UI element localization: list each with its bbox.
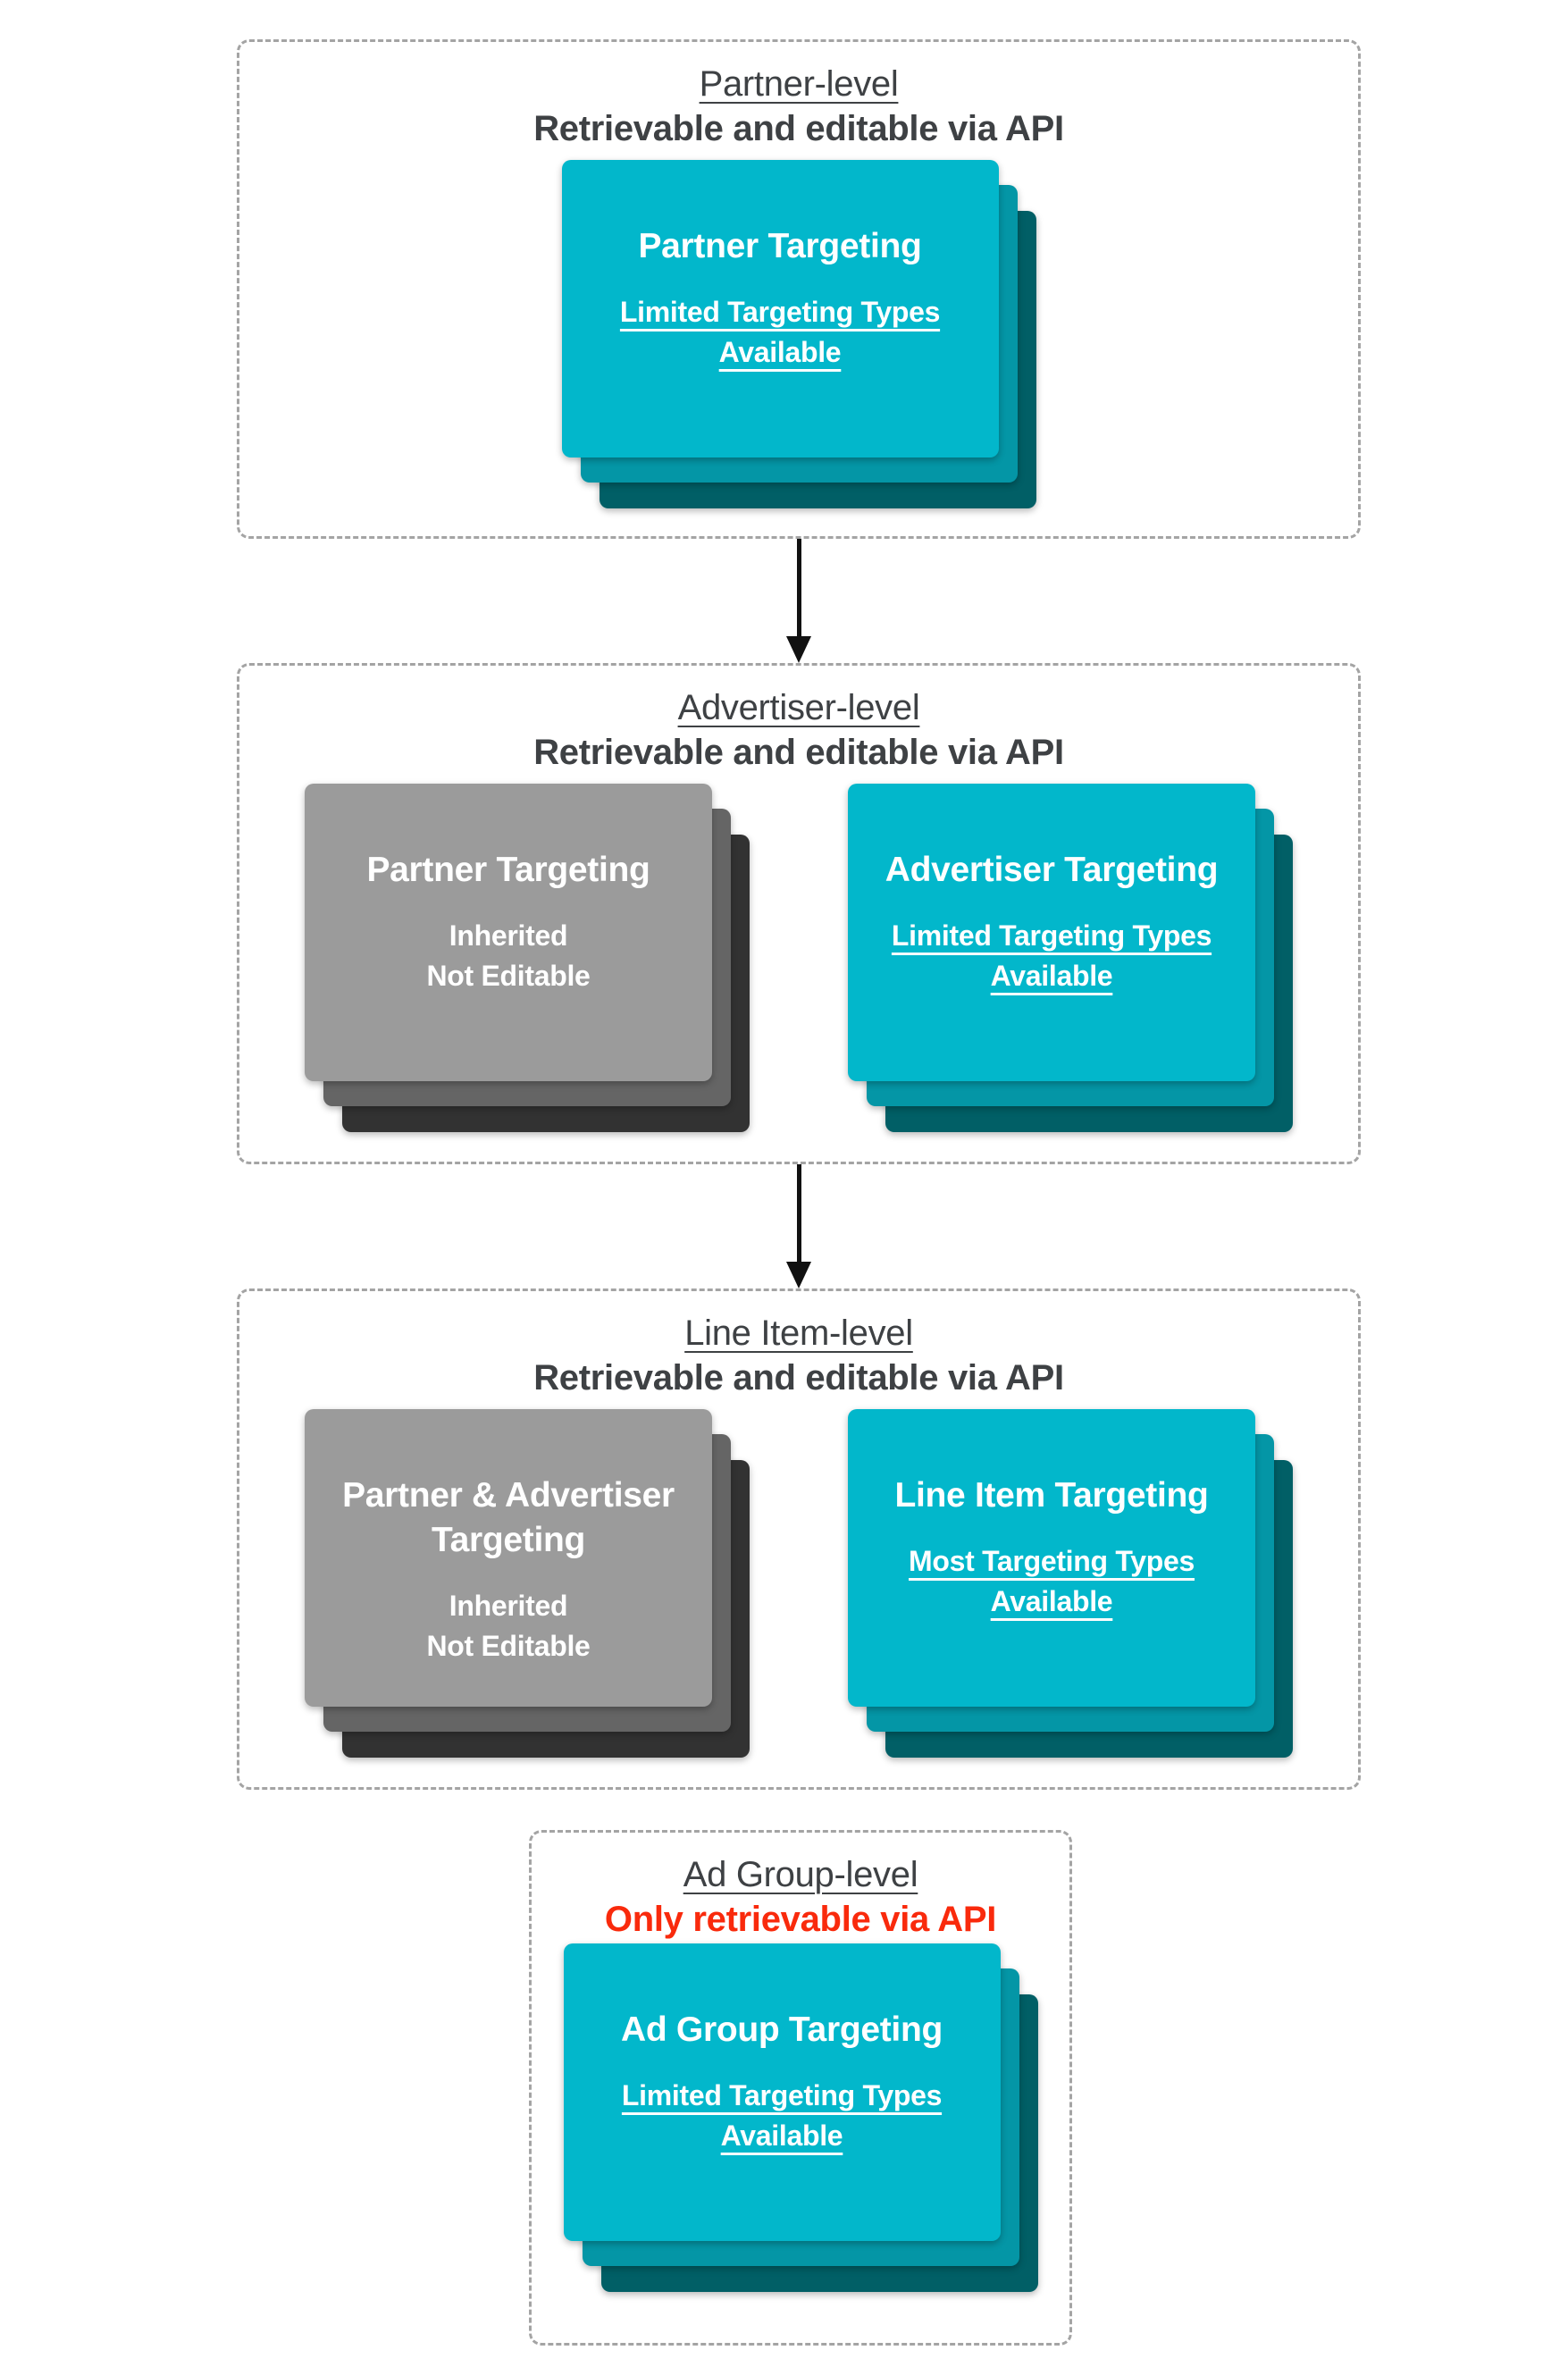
card-subtitle: Inherited Not Editable <box>426 1590 591 1662</box>
section-advertiser-level: Advertiser-level Retrievable and editabl… <box>237 663 1361 1164</box>
card-layer-front: Advertiser Targeting Limited Targeting T… <box>848 784 1255 1081</box>
card-subtitle: Inherited Not Editable <box>426 919 591 992</box>
level-label: Partner-level <box>699 64 899 104</box>
card-subtitle: Limited Targeting Types Available <box>619 296 941 368</box>
card-title: Partner Targeting <box>366 851 650 889</box>
section-ad-group-level: Ad Group-level Only retrievable via API … <box>529 1830 1072 2346</box>
card-title: Advertiser Targeting <box>885 851 1219 889</box>
card-subtitle: Most Targeting Types Available <box>909 1545 1195 1617</box>
card-layer-front: Partner Targeting Inherited Not Editable <box>305 784 712 1081</box>
cards-row: Partner Targeting Limited Targeting Type… <box>561 160 1036 508</box>
card-layer-front: Line Item Targeting Most Targeting Types… <box>848 1409 1255 1707</box>
card-line-item-targeting: Line Item Targeting Most Targeting Types… <box>848 1409 1293 1758</box>
level-label: Line Item-level <box>684 1314 913 1353</box>
cards-row: Ad Group Targeting Limited Targeting Typ… <box>563 1943 1038 2292</box>
card-layer-front: Ad Group Targeting Limited Targeting Typ… <box>563 1943 1001 2241</box>
cards-row: Partner Targeting Inherited Not Editable… <box>305 784 1293 1132</box>
card-subtitle: Limited Targeting Types Available <box>891 919 1212 992</box>
level-label: Advertiser-level <box>677 688 920 727</box>
api-availability-note: Retrievable and editable via API <box>533 733 1064 772</box>
arrow-head <box>786 1262 811 1288</box>
section-line-item-level: Line Item-level Retrievable and editable… <box>237 1288 1361 1790</box>
down-arrow-icon <box>237 1164 1361 1288</box>
card-ad-group-targeting: Ad Group Targeting Limited Targeting Typ… <box>563 1943 1038 2292</box>
card-title: Partner & Advertiser Targeting <box>342 1476 675 1559</box>
level-label: Ad Group-level <box>683 1855 918 1894</box>
card-partner-targeting-inherited: Partner Targeting Inherited Not Editable <box>305 784 750 1132</box>
arrow-shaft <box>796 1164 801 1262</box>
section-header: Partner-level Retrievable and editable v… <box>533 42 1064 151</box>
cards-row: Partner & Advertiser Targeting Inherited… <box>305 1409 1293 1758</box>
card-partner-advertiser-targeting-inherited: Partner & Advertiser Targeting Inherited… <box>305 1409 750 1758</box>
arrow-head <box>786 636 811 663</box>
card-partner-targeting: Partner Targeting Limited Targeting Type… <box>561 160 1036 508</box>
card-title: Ad Group Targeting <box>620 2010 943 2049</box>
api-availability-note: Retrievable and editable via API <box>533 1358 1064 1398</box>
section-header: Line Item-level Retrievable and editable… <box>533 1291 1064 1400</box>
card-layer-front: Partner & Advertiser Targeting Inherited… <box>305 1409 712 1707</box>
card-layer-front: Partner Targeting Limited Targeting Type… <box>561 160 999 457</box>
card-subtitle: Limited Targeting Types Available <box>621 2079 943 2152</box>
section-header: Ad Group-level Only retrievable via API <box>604 1833 997 1942</box>
api-availability-note: Retrievable and editable via API <box>533 109 1064 148</box>
section-partner-level: Partner-level Retrievable and editable v… <box>237 39 1361 539</box>
card-title: Partner Targeting <box>638 227 922 265</box>
card-title: Line Item Targeting <box>894 1476 1209 1515</box>
api-availability-note: Only retrievable via API <box>604 1900 997 1939</box>
arrow-shaft <box>796 539 801 636</box>
down-arrow-icon <box>237 539 1361 663</box>
section-header: Advertiser-level Retrievable and editabl… <box>533 666 1064 775</box>
card-advertiser-targeting: Advertiser Targeting Limited Targeting T… <box>848 784 1293 1132</box>
